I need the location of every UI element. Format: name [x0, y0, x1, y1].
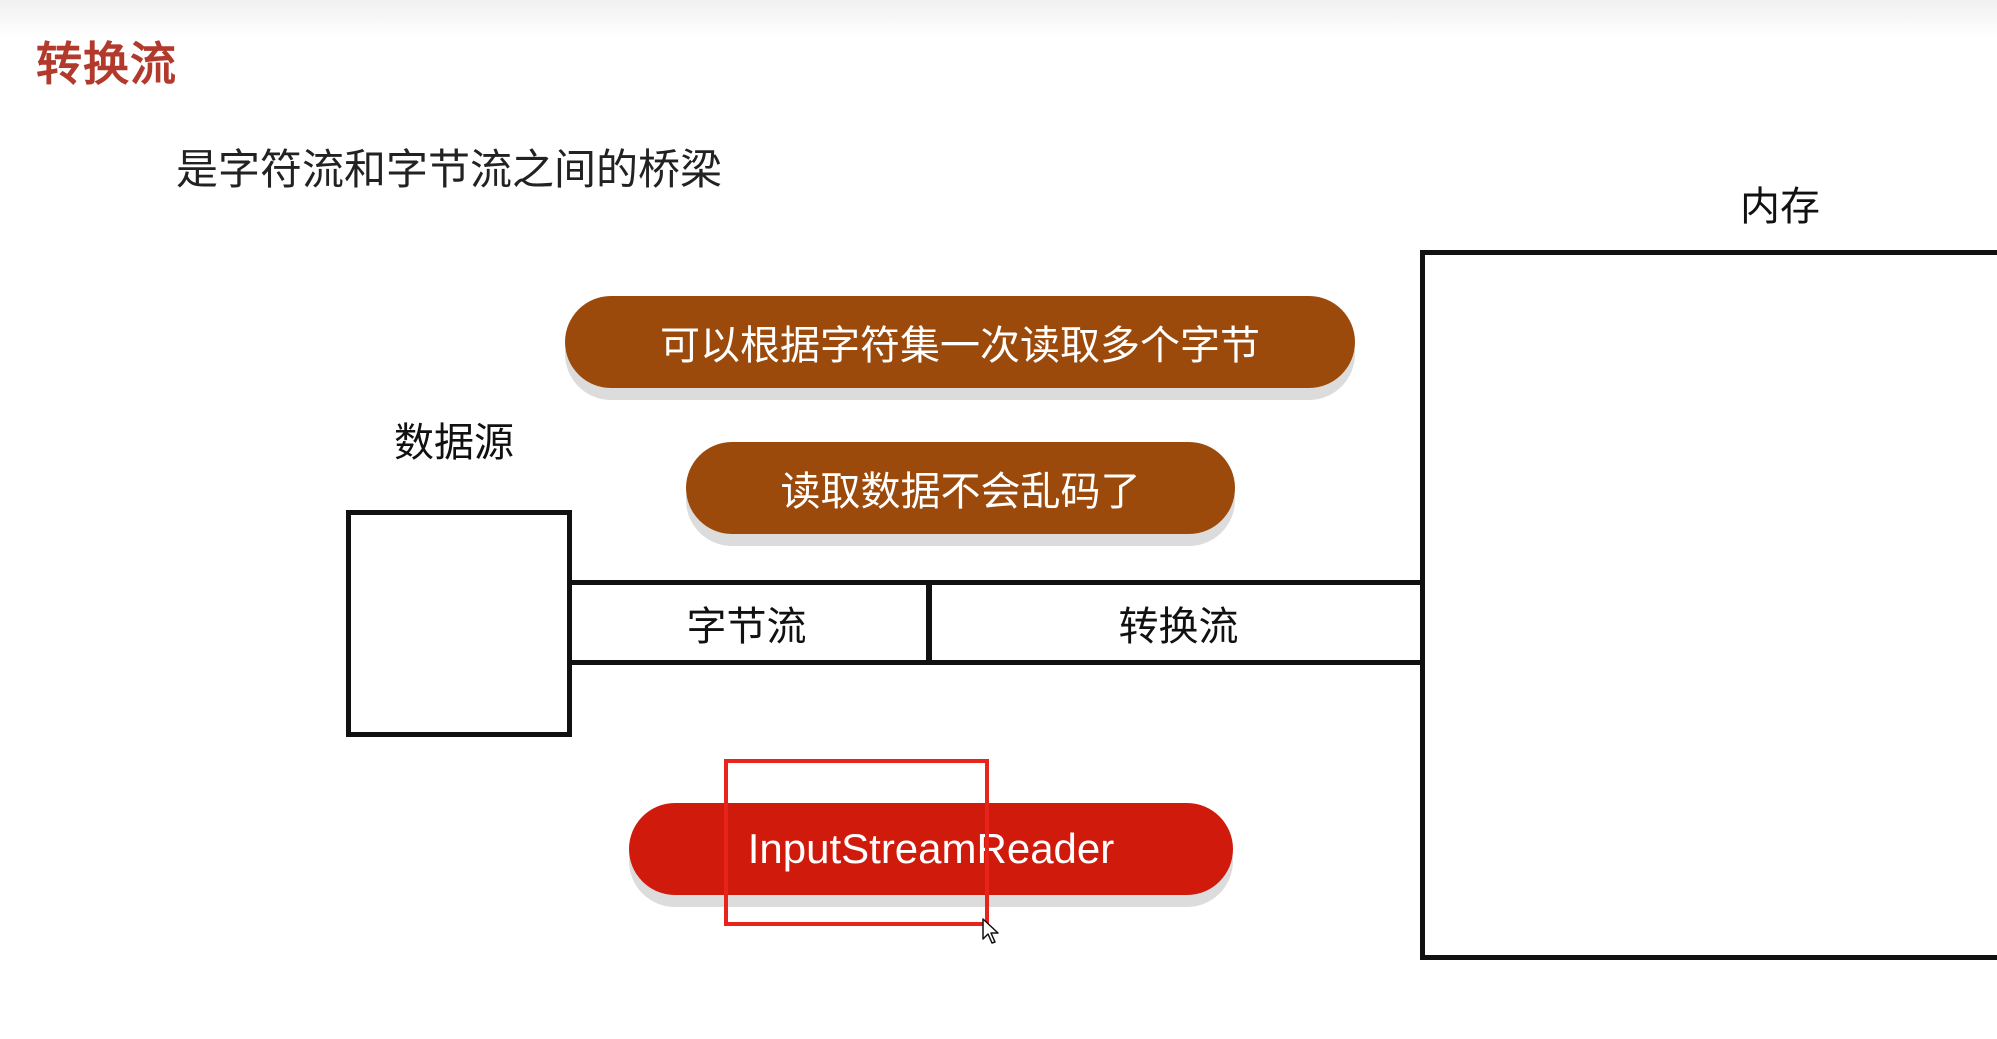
highlight-rectangle: [724, 759, 989, 926]
page-title: 转换流: [36, 37, 177, 91]
data-source-label: 数据源: [394, 420, 514, 466]
memory-label: 内存: [1740, 184, 1820, 230]
stream-pipe: 字节流 转换流: [567, 580, 1425, 665]
conversion-stream-segment: 转换流: [932, 585, 1425, 660]
top-shade: [0, 0, 1997, 38]
input-stream-reader-label: InputStreamReader: [747, 825, 1115, 872]
callout-no-garbled-text: 读取数据不会乱码了: [686, 442, 1235, 534]
slide-subtitle: 是字符流和字节流之间的桥梁: [176, 145, 723, 194]
byte-stream-label: 字节流: [686, 603, 807, 650]
memory-box: [1420, 250, 1997, 960]
callout-no-garbled-text-label: 读取数据不会乱码了: [780, 469, 1141, 515]
data-source-box: [346, 510, 572, 737]
input-stream-reader-pill: InputStreamReader: [629, 803, 1233, 895]
byte-stream-segment: 字节流: [567, 585, 932, 660]
conversion-stream-label: 转换流: [1118, 603, 1239, 650]
callout-multibyte-read: 可以根据字符集一次读取多个字节: [565, 296, 1355, 388]
callout-multibyte-read-text: 可以根据字符集一次读取多个字节: [660, 323, 1260, 369]
mouse-pointer-icon: [982, 918, 999, 944]
